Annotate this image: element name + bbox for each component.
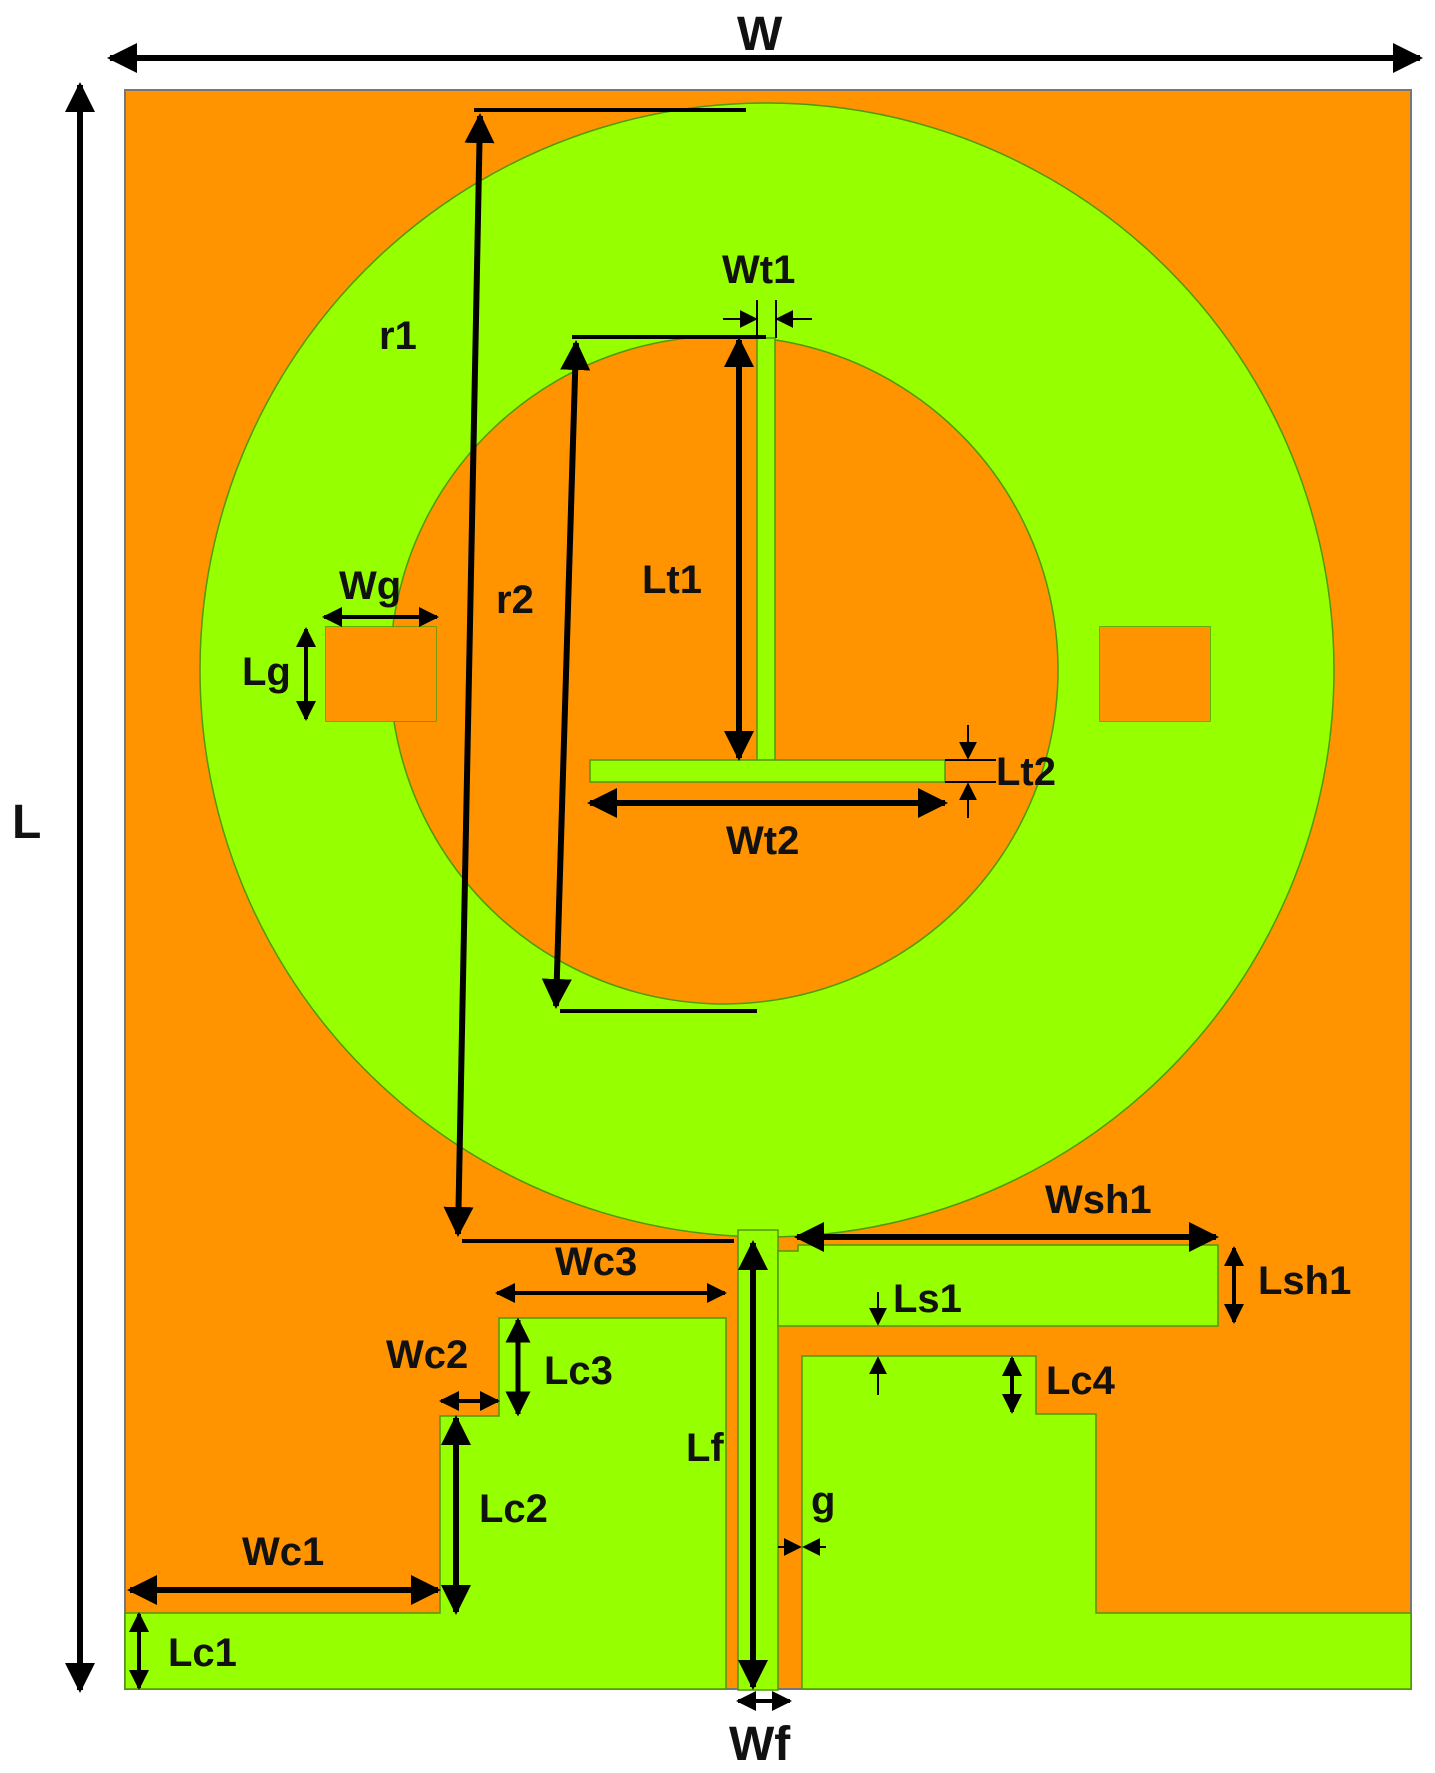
label-wsh1: Wsh1 [1045,1178,1152,1222]
label-wc1: Wc1 [242,1530,324,1574]
left-slot-gap [326,627,436,721]
label-r1: r1 [379,314,417,358]
shorting-stub [777,1244,1219,1327]
dimension-annotations [65,43,1423,1711]
label-wt2: Wt2 [726,819,799,863]
label-lf: Lf [686,1426,724,1470]
left-ground-plane [124,1317,727,1690]
label-lsh1: Lsh1 [1258,1259,1351,1303]
r1-dimension-arrow [443,113,495,1237]
r2-dimension-arrow [541,340,591,1009]
label-wf: Wf [729,1718,791,1771]
label-lc1: Lc1 [168,1631,237,1675]
label-wc3: Wc3 [555,1240,637,1284]
tee-stub-vertical [756,337,776,763]
label-lt1: Lt1 [642,558,702,602]
label-lg: Lg [242,650,291,694]
label-wg: Wg [339,564,401,608]
label-wt1: Wt1 [722,248,795,292]
tee-stub-horizontal [589,759,946,783]
feed-line [737,1229,779,1691]
label-lt2: Lt2 [996,750,1056,794]
label-l: L [12,796,41,849]
right-ground-plane [801,1355,1412,1690]
label-lc4: Lc4 [1046,1359,1116,1403]
label-ls1: Ls1 [893,1277,962,1321]
label-lc2: Lc2 [479,1487,548,1531]
label-w: W [737,8,783,61]
label-wc2: Wc2 [386,1333,468,1377]
label-r2: r2 [496,578,534,622]
label-lc3: Lc3 [544,1349,613,1393]
right-slot-gap [1100,627,1210,721]
label-g: g [811,1479,835,1523]
